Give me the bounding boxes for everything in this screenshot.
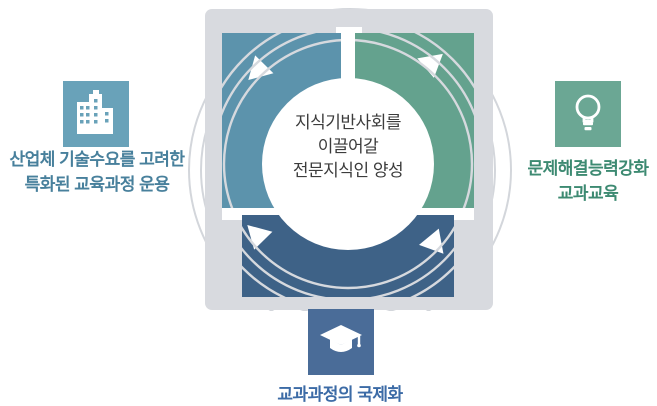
center-caption-line: 전문지식인 양성	[292, 161, 404, 180]
problem-solving-label: 문제해결능력강화 교과교육	[487, 156, 657, 206]
problem-solving-label-line: 문제해결능력강화	[527, 159, 649, 178]
center-caption: 지식기반사회를 이끌어갈 전문지식인 양성	[262, 111, 434, 183]
globalization-icon-tile	[308, 309, 374, 375]
building-icon	[77, 90, 113, 134]
problem-solving-icon-tile	[555, 81, 621, 147]
lightbulb-icon	[575, 94, 601, 131]
globalization-label: 교과과정의 국제화	[239, 382, 441, 406]
industry-label: 산업체 기술수요를 고려한 특화된 교육과정 운용	[0, 147, 200, 197]
industry-icon-tile	[63, 81, 129, 147]
graduation-cap-icon	[320, 325, 362, 352]
center-circle	[262, 78, 434, 250]
center-caption-line: 지식기반사회를	[295, 113, 401, 132]
industry-label-line: 산업체 기술수요를 고려한	[9, 150, 186, 169]
industry-label-line: 특화된 교육과정 운용	[24, 175, 170, 194]
problem-solving-label-line: 교과교육	[557, 184, 619, 203]
globalization-label-line: 교과과정의 국제화	[277, 385, 403, 404]
cycle-arrow-top-left-icon	[248, 55, 274, 80]
cycle-diagram-card	[205, 9, 493, 310]
cycle-arrow-bottom-right-icon	[419, 228, 444, 254]
center-caption-line: 이끌어갈	[317, 137, 379, 156]
